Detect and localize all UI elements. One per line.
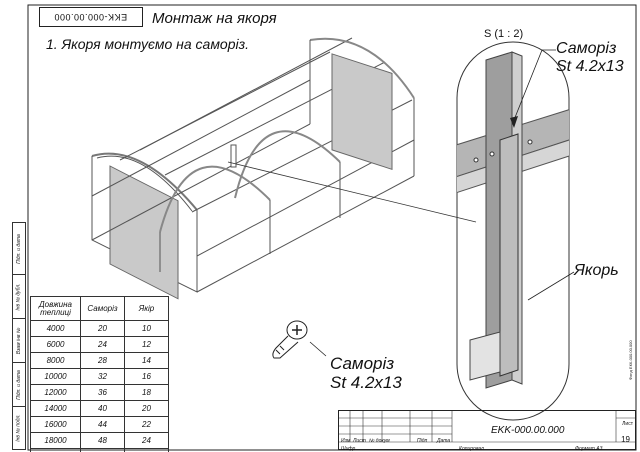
copied-label: Копировал (459, 446, 484, 452)
table-row: 200005226 (30, 448, 169, 452)
screw-icon (272, 320, 327, 359)
side-cell: Підп. и дата (13, 363, 25, 407)
anchor-callout: Якорь (574, 262, 619, 279)
col-header-screws: Саморіз (80, 296, 125, 321)
screw-callout-size: St 4.2x13 (330, 373, 402, 392)
detail-screw-callout: Саморіз St 4.2x13 (556, 40, 624, 76)
sheet-frame (27, 4, 637, 451)
format-label: Формат A3 (575, 446, 603, 452)
col-izm: Изм (341, 438, 351, 444)
title-block-lines (338, 410, 636, 443)
sheet-number: 19 (621, 435, 630, 444)
detail-leader (227, 161, 477, 223)
detail-screw-size: St 4.2x13 (556, 58, 624, 75)
mirrored-code-box: EKK-000.00.000 (39, 7, 143, 27)
greenhouse-drawing (91, 37, 415, 300)
sheet-label: Лист (622, 421, 633, 427)
side-cell: Інв № дубл. (13, 275, 25, 319)
mirrored-code: EKK-000.00.000 (54, 12, 128, 22)
col-sign: Підп (417, 438, 428, 444)
detail-view (456, 41, 575, 421)
side-cell: Підп. и дата (13, 223, 25, 275)
shifr-label: Шифр (341, 446, 356, 452)
detail-screw-name: Саморіз (556, 40, 617, 57)
col-header-anchors: Якір (124, 296, 169, 321)
title-block: EKK-000.00.000 Лист 19 Изм Лист № докум … (338, 410, 636, 452)
side-code: Фонд ЕКК-000.00.000 (628, 340, 633, 380)
title-block-code: EKK-000.00.000 (491, 425, 565, 436)
col-date: Дата (437, 438, 451, 444)
screw-callout: Саморіз St 4.2x13 (330, 354, 402, 392)
side-strip: Підп. и дата Інв № дубл. Взам інв № Підп… (12, 222, 26, 450)
detail-view-label: S (1 : 2) (484, 28, 524, 40)
side-cell: Інв № подл. (16, 414, 23, 442)
screw-callout-name: Саморіз (330, 354, 395, 373)
drawing-title: Монтаж на якоря (152, 10, 277, 27)
side-cell: Взам інв № (13, 319, 25, 363)
assembly-note: 1. Якоря монтуємо на саморіз. (46, 36, 249, 52)
col-header-length: Довжина теплиці (30, 296, 81, 321)
col-doc: № докум (369, 438, 390, 444)
col-list: Лист (353, 438, 366, 444)
